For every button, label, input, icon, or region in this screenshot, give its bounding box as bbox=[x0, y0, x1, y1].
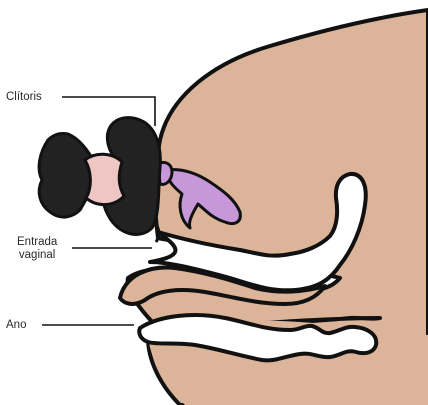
label-entrada-line2: vaginal bbox=[17, 249, 57, 262]
labia-front bbox=[39, 133, 96, 217]
labia-minora bbox=[85, 154, 124, 204]
label-clitoris: Clítoris bbox=[6, 91, 42, 104]
label-entrada-line1: Entrada bbox=[17, 236, 57, 249]
label-entrada-vaginal: Entrada vaginal bbox=[17, 236, 57, 262]
label-ano: Ano bbox=[6, 319, 26, 332]
